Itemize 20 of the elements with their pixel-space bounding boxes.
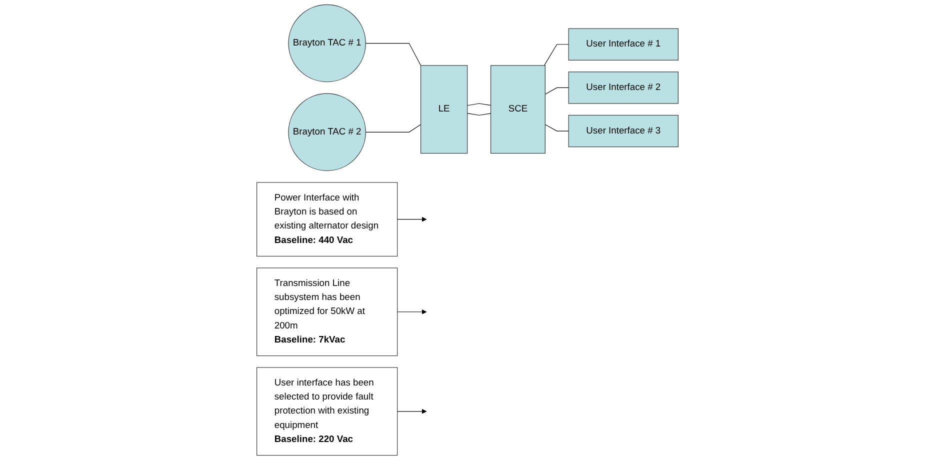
node-box: User Interface # 1 [568,28,678,60]
node-box: User Interface # 2 [568,72,678,104]
connector [467,103,492,106]
node-circle: Brayton TAC # 1 [288,4,366,82]
node-box: Power Interface with Brayton is based on existing alternator design Baseline: 440 Vac [256,182,398,257]
node-box: Transmission Line subsystem has been optimized for 50kW at 200m Baseline: 7kVac [256,268,398,356]
arrow [397,309,427,314]
node-box: User Interface # 3 [568,114,678,148]
arrow [397,408,427,414]
node-box: SCE [490,65,546,154]
connector [365,124,422,132]
node-box: LE [420,65,468,154]
connector [544,44,569,66]
arrow [397,216,427,222]
node-box: User interface has been selected to provide fault protection with existing equipment Baseline: 220 Vac [256,367,398,456]
connector [544,124,569,132]
node-circle: Brayton TAC # 2 [288,93,366,172]
connector [365,42,422,66]
connector [544,87,569,95]
connector [467,112,492,116]
